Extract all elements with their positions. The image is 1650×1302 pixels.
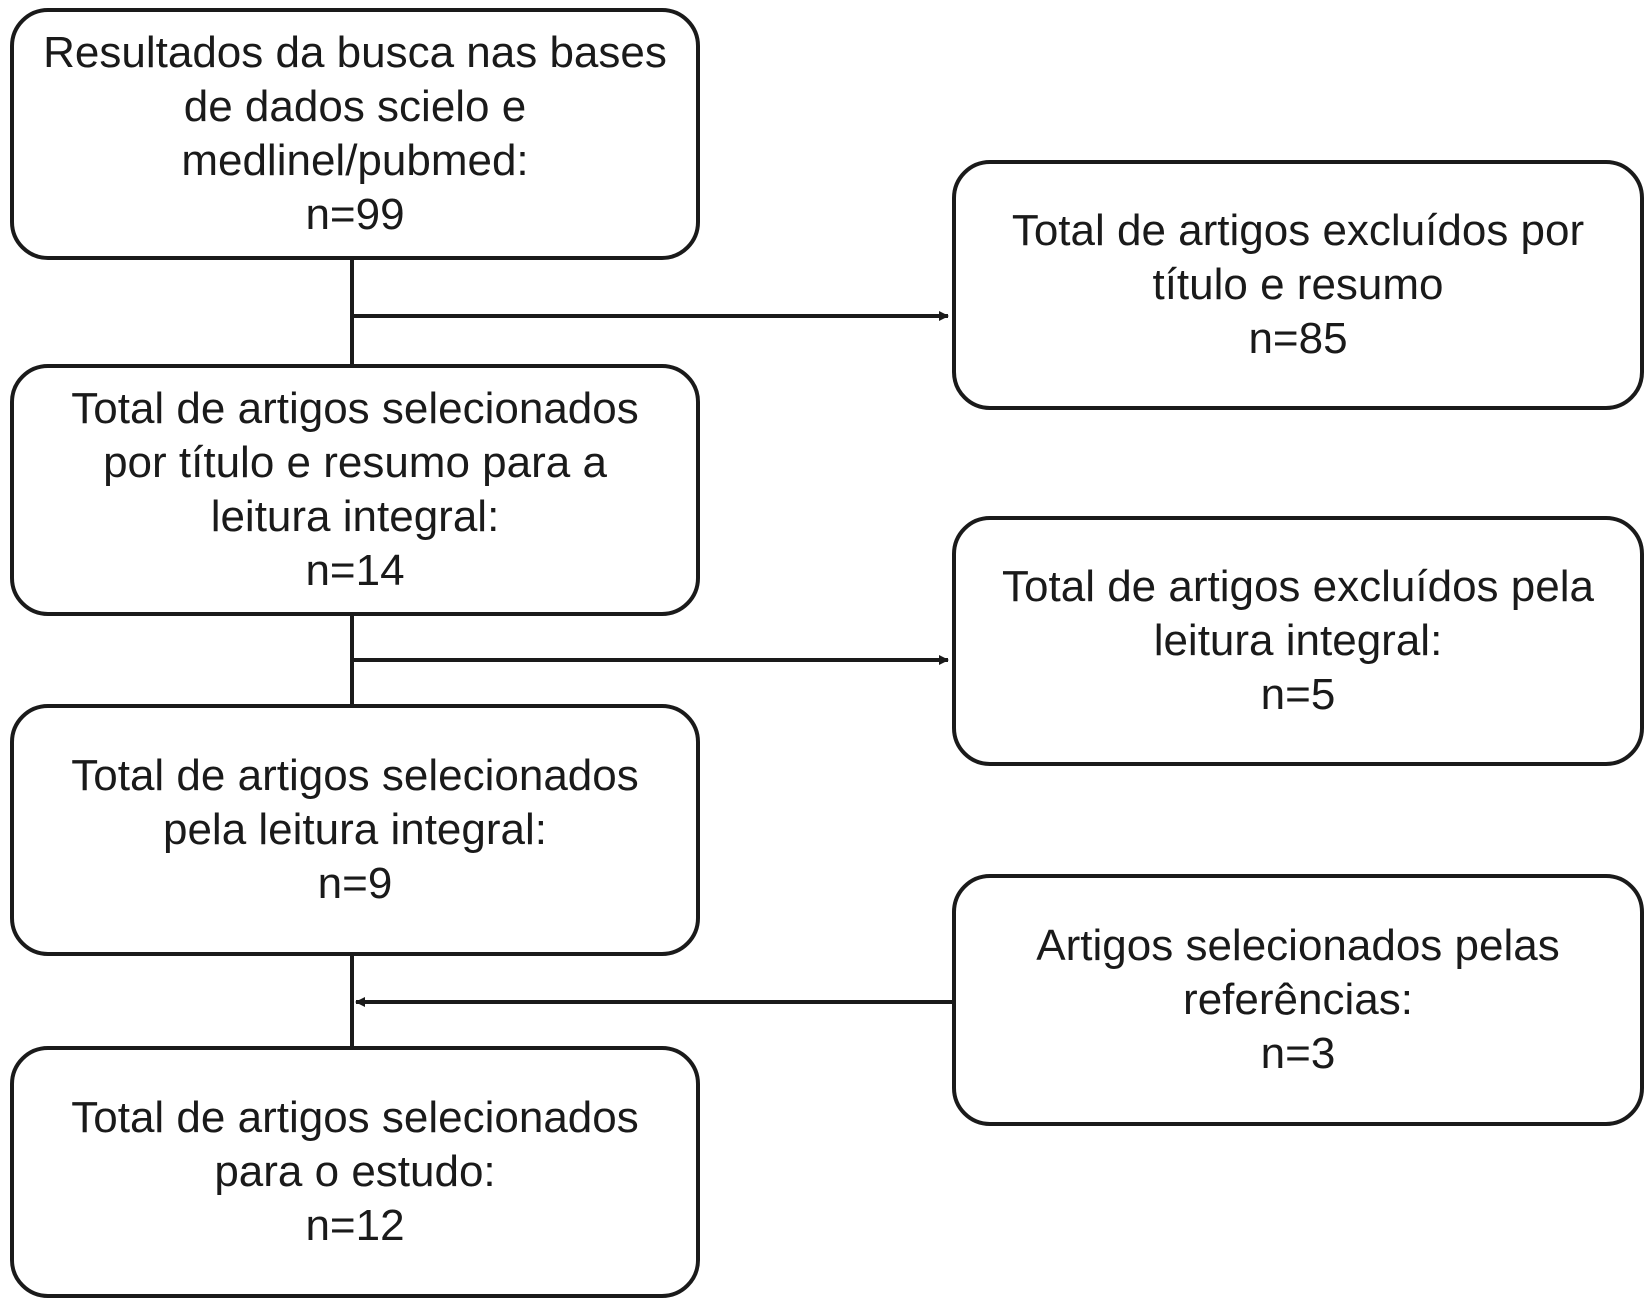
- box-count: n=99: [305, 190, 405, 239]
- box-text-line: leitura integral:: [1153, 616, 1443, 665]
- box-text-line: medlinel/pubmed:: [181, 136, 529, 185]
- box-text-line: Artigos selecionados pelas: [1036, 921, 1560, 970]
- box-search-results: Resultados da busca nas bases de dados s…: [10, 8, 700, 260]
- box-count: n=12: [305, 1201, 405, 1250]
- box-text-line: para o estudo:: [214, 1147, 496, 1196]
- box-count: n=5: [1260, 670, 1336, 719]
- box-count: n=85: [1248, 314, 1348, 363]
- box-count: n=9: [317, 859, 393, 908]
- box-text-line: Total de artigos selecionados: [71, 751, 639, 800]
- box-text-line: Total de artigos excluídos por: [1011, 206, 1585, 255]
- box-count: n=3: [1260, 1029, 1336, 1078]
- box-text-line: pela leitura integral:: [162, 805, 547, 854]
- box-text-line: Resultados da busca nas bases: [43, 28, 667, 77]
- box-text-line: Total de artigos selecionados: [71, 384, 639, 433]
- box-excluded-full-text: Total de artigos excluídos pela leitura …: [952, 516, 1644, 766]
- box-selected-title-abstract: Total de artigos selecionados por título…: [10, 364, 700, 616]
- box-text-line: por título e resumo para a: [103, 438, 607, 487]
- box-text-line: leitura integral:: [210, 492, 500, 541]
- box-selected-references: Artigos selecionados pelas referências: …: [952, 874, 1644, 1126]
- box-count: n=14: [305, 546, 405, 595]
- box-selected-full-text: Total de artigos selecionados pela leitu…: [10, 704, 700, 956]
- box-text-line: Total de artigos excluídos pela: [1002, 562, 1594, 611]
- box-text-line: de dados scielo e: [183, 82, 527, 131]
- box-text-line: Total de artigos selecionados: [71, 1093, 639, 1142]
- box-text-line: referências:: [1183, 975, 1413, 1024]
- box-excluded-title-abstract: Total de artigos excluídos por título e …: [952, 160, 1644, 410]
- box-text-line: título e resumo: [1152, 260, 1444, 309]
- box-selected-study: Total de artigos selecionados para o est…: [10, 1046, 700, 1298]
